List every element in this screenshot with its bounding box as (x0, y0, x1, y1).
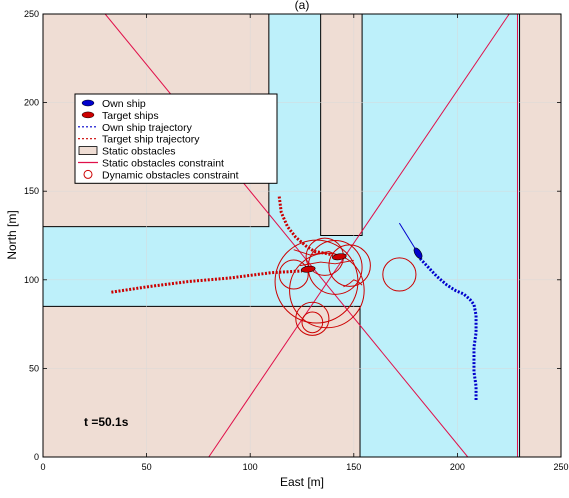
time-annotation: t =50.1s (84, 415, 129, 429)
dynamic-constraint-path-2 (343, 279, 363, 288)
y-tick-label-0: 0 (34, 452, 39, 462)
dynamic-constraint-circle-6 (301, 311, 324, 334)
legend-own-ship-icon (81, 99, 95, 107)
static-obstacle-1 (43, 305, 361, 457)
own-ship-marker (413, 247, 423, 259)
target-ship-marker-1 (332, 253, 347, 261)
y-tick-label-2: 100 (24, 275, 39, 285)
x-tick-label-0: 0 (40, 462, 45, 472)
legend-box (74, 93, 278, 184)
axes-frame (42, 13, 562, 458)
legend-label-3: Target ship trajectory (102, 134, 200, 146)
x-axis-label: East [m] (280, 475, 324, 489)
chart-title: (a) (295, 0, 310, 12)
y-tick-label-4: 200 (24, 98, 39, 108)
x-tick-label-3: 150 (346, 462, 361, 472)
legend-label-5: Static obstacles constraint (102, 158, 224, 170)
static-constraint-line-1 (208, 14, 510, 457)
x-tick-label-4: 200 (450, 462, 465, 472)
legend-dynamic-constraint-circle (83, 169, 93, 179)
x-tick-label-5: 250 (553, 462, 568, 472)
y-tick-label-5: 250 (24, 9, 39, 19)
own-trajectory (419, 257, 478, 401)
static-obstacle-3 (519, 14, 561, 457)
dynamic-constraint-circle-5 (295, 301, 330, 336)
legend-static-obstacle-swatch (78, 146, 98, 156)
legend-label-1: Target ships (102, 110, 159, 122)
legend-label-2: Own ship trajectory (102, 122, 193, 134)
y-axis-label: North [m] (5, 210, 19, 259)
dynamic-constraint-circle-3 (328, 244, 371, 287)
target-ship-marker-0 (300, 265, 316, 273)
dynamic-constraint-circle-4 (382, 257, 417, 292)
y-tick-label-3: 150 (24, 186, 39, 196)
legend-label-0: Own ship (102, 98, 146, 110)
target-trajectory-0 (111, 269, 303, 294)
x-tick-label-1: 50 (142, 462, 152, 472)
y-tick-label-1: 50 (29, 363, 39, 373)
static-obstacle-2 (320, 14, 363, 236)
static-constraint-line-0 (104, 14, 469, 457)
legend-label-6: Dynamic obstacles constraint (102, 169, 239, 181)
legend-target-ship-icon (81, 111, 95, 119)
x-tick-label-2: 100 (243, 462, 258, 472)
legend-label-4: Static obstacles (102, 146, 176, 158)
dynamic-constraint-path-1 (299, 259, 354, 267)
dynamic-constraint-circle-8 (278, 259, 309, 290)
target-trajectory-1 (277, 196, 334, 257)
